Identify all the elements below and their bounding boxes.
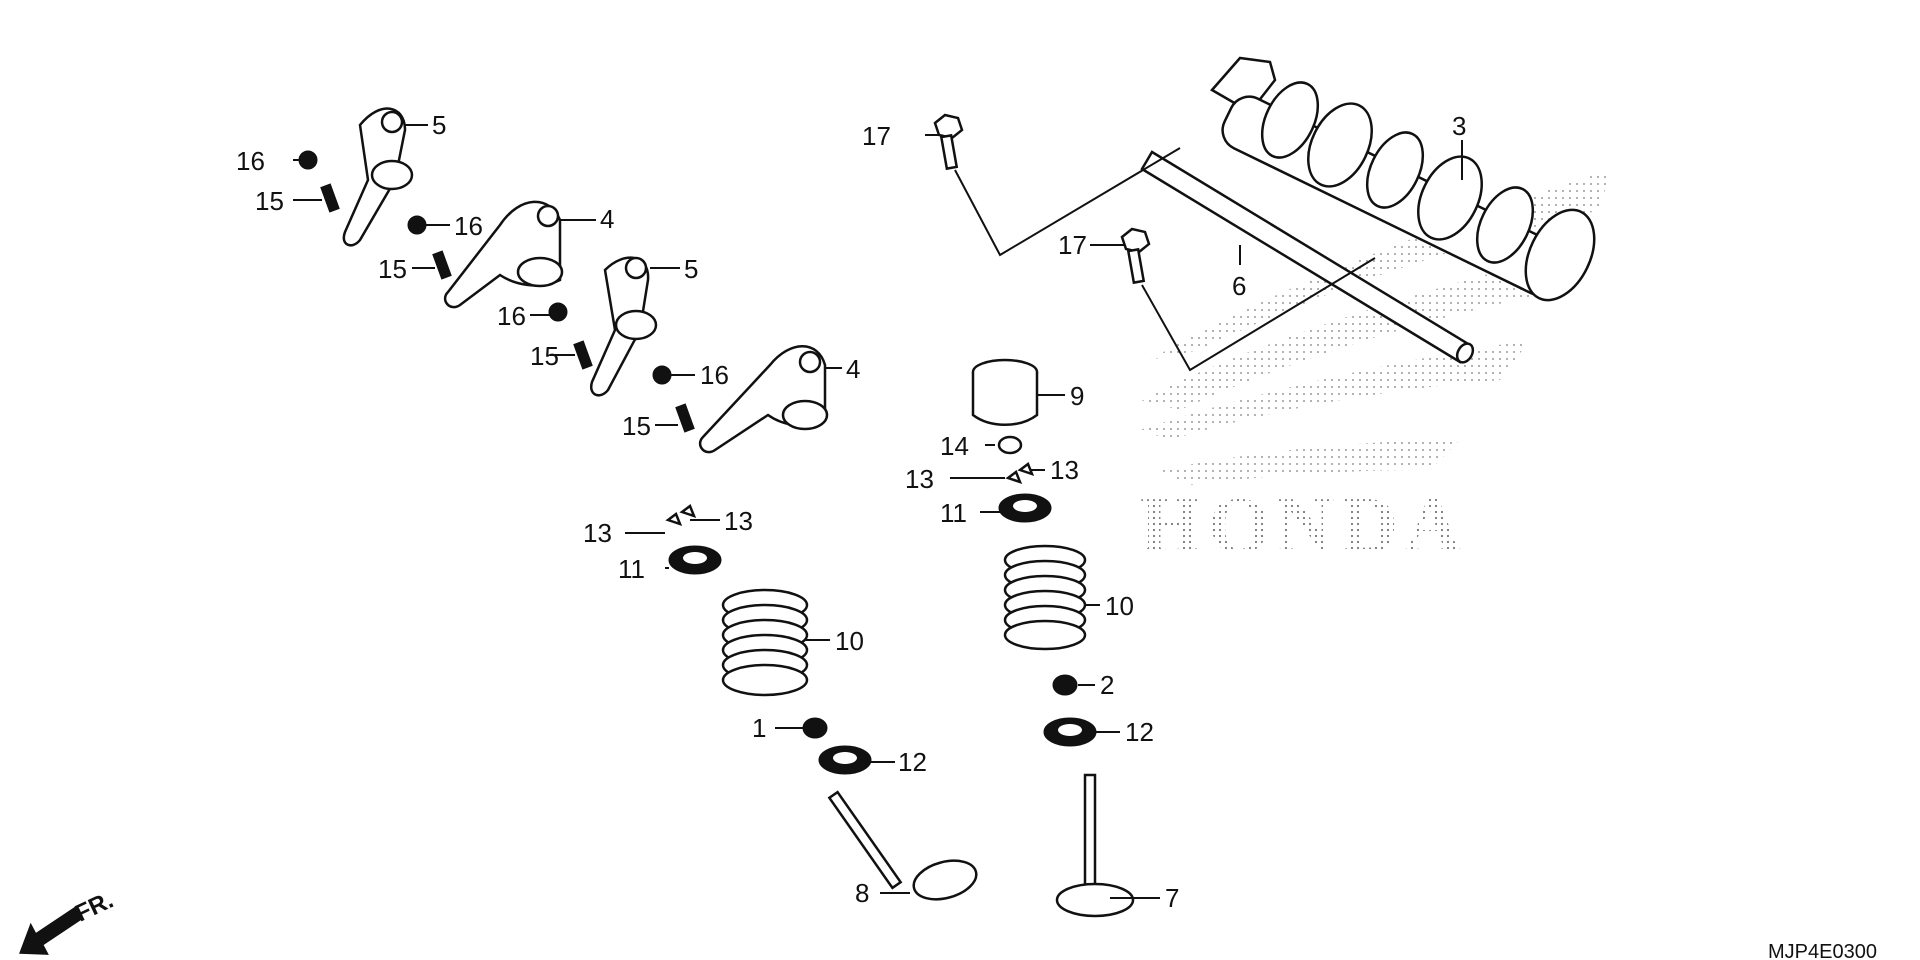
- valve-cotter-right: [1005, 462, 1035, 485]
- callout-17-a: 17: [862, 121, 891, 151]
- callout-17-b: 17: [1058, 230, 1087, 260]
- rocker-arm-d: [698, 345, 829, 454]
- callout-12-a: 12: [1125, 717, 1154, 747]
- callout-4-b: 4: [846, 354, 860, 384]
- lock-nut-1: [298, 150, 318, 170]
- callout-4-a: 4: [600, 204, 614, 234]
- rocker-arm-a: [342, 107, 414, 247]
- bolt-upper: [933, 113, 964, 171]
- callout-13-a: 13: [905, 464, 934, 494]
- callout-9: 9: [1070, 381, 1084, 411]
- bolt-lower: [1120, 227, 1151, 285]
- callout-11-b: 11: [618, 554, 645, 584]
- callout-13-c: 13: [583, 518, 612, 548]
- front-direction-arrow: FR.: [19, 887, 118, 955]
- intake-valve: [1055, 773, 1135, 918]
- callout-16-b: 16: [454, 211, 483, 241]
- lock-nut-3: [548, 302, 568, 322]
- callout-16-d: 16: [700, 360, 729, 390]
- callout-16-a: 16: [236, 146, 265, 176]
- shim: [997, 435, 1023, 455]
- callout-5-b: 5: [684, 254, 698, 284]
- spring-retainer-right: [998, 493, 1052, 523]
- callout-3: 3: [1452, 111, 1466, 141]
- rocker-arm-shaft: [1140, 150, 1475, 364]
- callout-14: 14: [940, 431, 969, 461]
- lock-nut-2: [407, 215, 427, 235]
- valve-spring-right: [1003, 544, 1087, 651]
- callout-7: 7: [1165, 883, 1179, 913]
- callout-15-b: 15: [378, 254, 407, 284]
- callout-1: 1: [752, 713, 766, 743]
- lock-nut-4: [652, 365, 672, 385]
- adjusting-screw-4: [675, 403, 695, 433]
- callouts: 5 16 15 16 4 15 5 16 15 16 4 15 17 17 3 …: [236, 110, 1466, 913]
- valve-stem-seal-right: [1052, 674, 1078, 696]
- callout-5-a: 5: [432, 110, 446, 140]
- spring-seat-right: [1043, 717, 1097, 747]
- leader-lines: [293, 124, 1463, 899]
- callout-8: 8: [855, 878, 869, 908]
- adjusting-screw-2: [432, 250, 452, 280]
- honda-watermark: HONDA: [1140, 482, 1468, 570]
- adjusting-screw-3: [573, 340, 593, 370]
- callout-15-c: 15: [530, 341, 559, 371]
- exhaust-valve: [827, 790, 978, 901]
- valve-spring-left: [721, 588, 809, 697]
- callout-10-a: 10: [1105, 591, 1134, 621]
- valve-cotter-left: [665, 504, 697, 527]
- callout-11-a: 11: [940, 498, 967, 528]
- adjusting-screw-1: [320, 183, 340, 213]
- rocker-arm-c: [589, 256, 658, 397]
- callout-10-b: 10: [835, 626, 864, 656]
- callout-15-a: 15: [255, 186, 284, 216]
- callout-13-b: 13: [1050, 455, 1079, 485]
- callout-15-d: 15: [622, 411, 651, 441]
- callout-16-c: 16: [497, 301, 526, 331]
- spring-seat-left: [818, 745, 872, 775]
- callout-13-d: 13: [724, 506, 753, 536]
- valve-lifter: [971, 358, 1039, 426]
- callout-2: 2: [1100, 670, 1114, 700]
- callout-6: 6: [1232, 271, 1246, 301]
- rocker-arm-b: [443, 200, 564, 309]
- camshaft: [1210, 56, 1596, 302]
- diagram-code: MJP4E0300: [1768, 941, 1877, 960]
- spring-retainer-left: [668, 545, 722, 575]
- callout-12-b: 12: [898, 747, 927, 777]
- valve-stem-seal-left: [802, 717, 828, 739]
